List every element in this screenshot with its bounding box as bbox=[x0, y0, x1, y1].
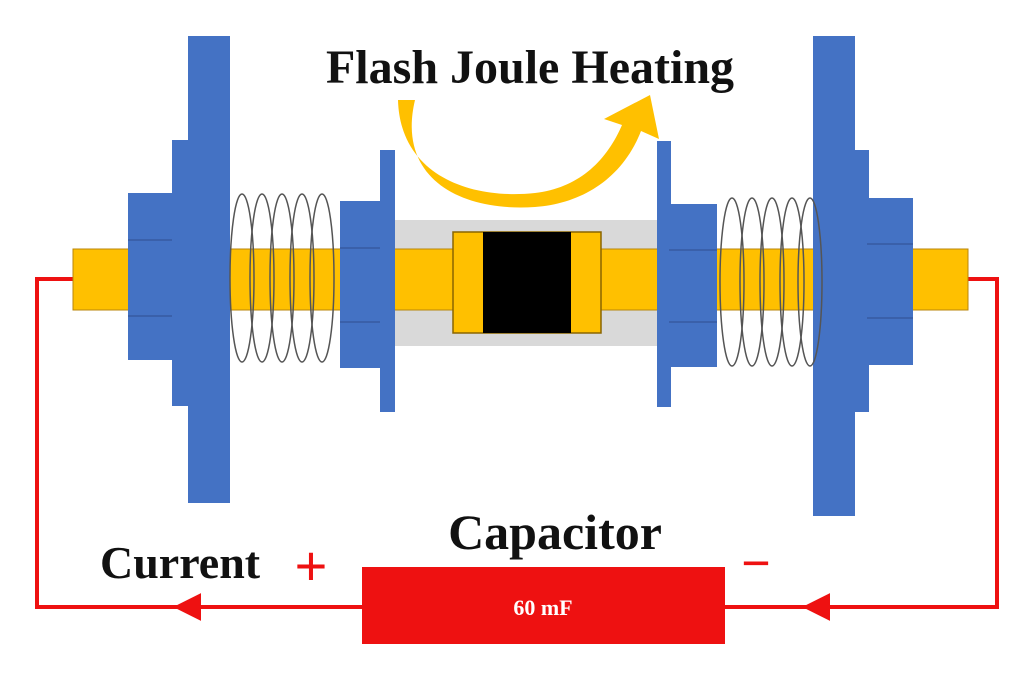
right-flange-plate bbox=[813, 36, 855, 516]
capacitor bbox=[362, 567, 725, 644]
right-inner-nut bbox=[669, 204, 717, 367]
circuit-wire bbox=[35, 277, 999, 621]
right-flange-step bbox=[853, 150, 869, 412]
diagram-title: Flash Joule Heating bbox=[326, 41, 734, 94]
curved-arrow-icon bbox=[398, 95, 659, 208]
left-inner-plate bbox=[380, 150, 395, 412]
left-electrode-assembly bbox=[128, 36, 395, 503]
capacitance-value: 60 mF bbox=[513, 595, 572, 620]
coil-spring-icon bbox=[719, 197, 823, 367]
right-inner-plate bbox=[657, 141, 671, 407]
capacitor-label: Capacitor bbox=[448, 504, 662, 560]
negative-terminal-sign: − bbox=[741, 535, 770, 591]
sample bbox=[483, 232, 571, 333]
left-flange-step bbox=[172, 140, 190, 406]
current-label: Current bbox=[100, 537, 261, 588]
wire-right bbox=[725, 277, 999, 609]
right-nut bbox=[867, 198, 913, 365]
right-electrode-assembly bbox=[657, 36, 913, 516]
left-nut bbox=[128, 193, 178, 360]
coil-spring-icon bbox=[229, 193, 335, 363]
left-inner-nut bbox=[340, 201, 382, 368]
left-flange-plate bbox=[188, 36, 230, 503]
positive-terminal-sign: + bbox=[295, 534, 328, 597]
